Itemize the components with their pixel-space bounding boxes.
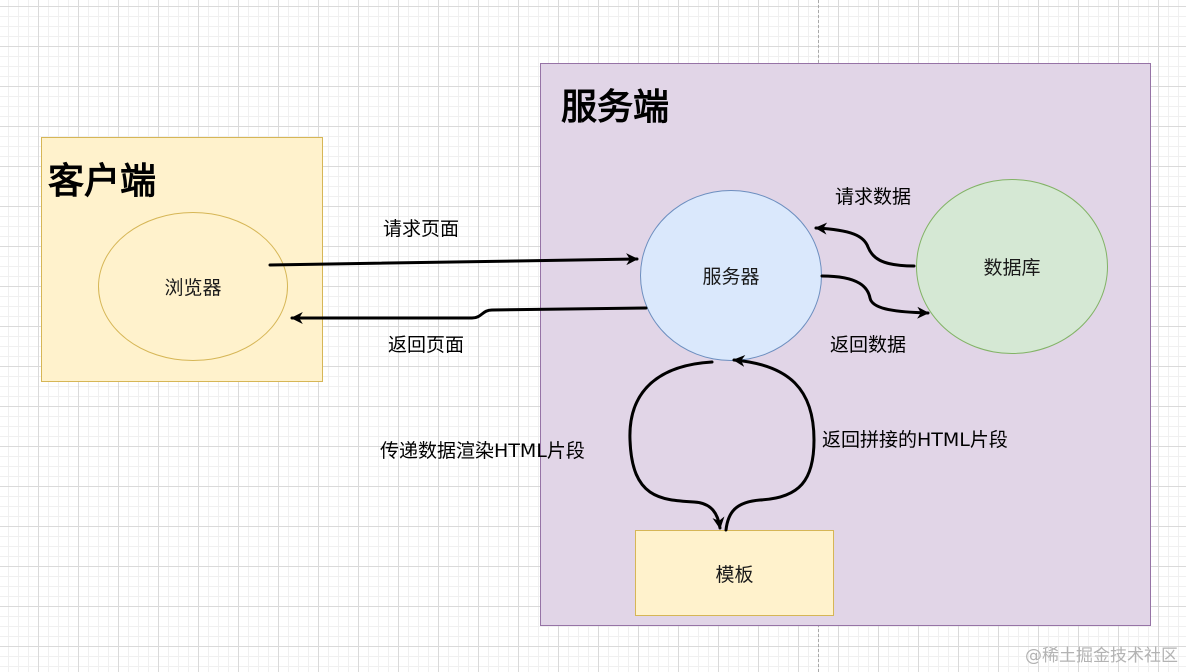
- edge-pass-data-render[interactable]: [628, 360, 725, 530]
- browser-label: 浏览器: [164, 277, 222, 299]
- edge-label-request-data: 请求数据: [835, 186, 912, 208]
- watermark: @稀土掘金技术社区: [1025, 646, 1178, 666]
- server-label: 服务器: [702, 266, 760, 288]
- edge-request-data[interactable]: [814, 222, 916, 268]
- edge-return-page[interactable]: [290, 306, 648, 324]
- edge-label-return-data: 返回数据: [830, 334, 907, 356]
- browser-node[interactable]: 浏览器: [98, 212, 288, 361]
- edge-return-spliced-html[interactable]: [724, 354, 816, 532]
- edge-request-page[interactable]: [268, 253, 639, 267]
- template-node[interactable]: 模板: [635, 530, 834, 616]
- edge-label-return-page: 返回页面: [388, 334, 465, 356]
- edge-label-request-page: 请求页面: [383, 218, 460, 240]
- database-label: 数据库: [983, 257, 1041, 279]
- edge-return-data[interactable]: [820, 274, 930, 319]
- template-label: 模板: [715, 563, 754, 586]
- client-title: 客户端: [48, 161, 157, 202]
- edge-label-return-spliced-html: 返回拼接的HTML片段: [822, 429, 1008, 451]
- server-title: 服务端: [561, 87, 670, 128]
- database-node[interactable]: 数据库: [916, 179, 1108, 354]
- edge-label-pass-data-render: 传递数据渲染HTML片段: [380, 440, 585, 462]
